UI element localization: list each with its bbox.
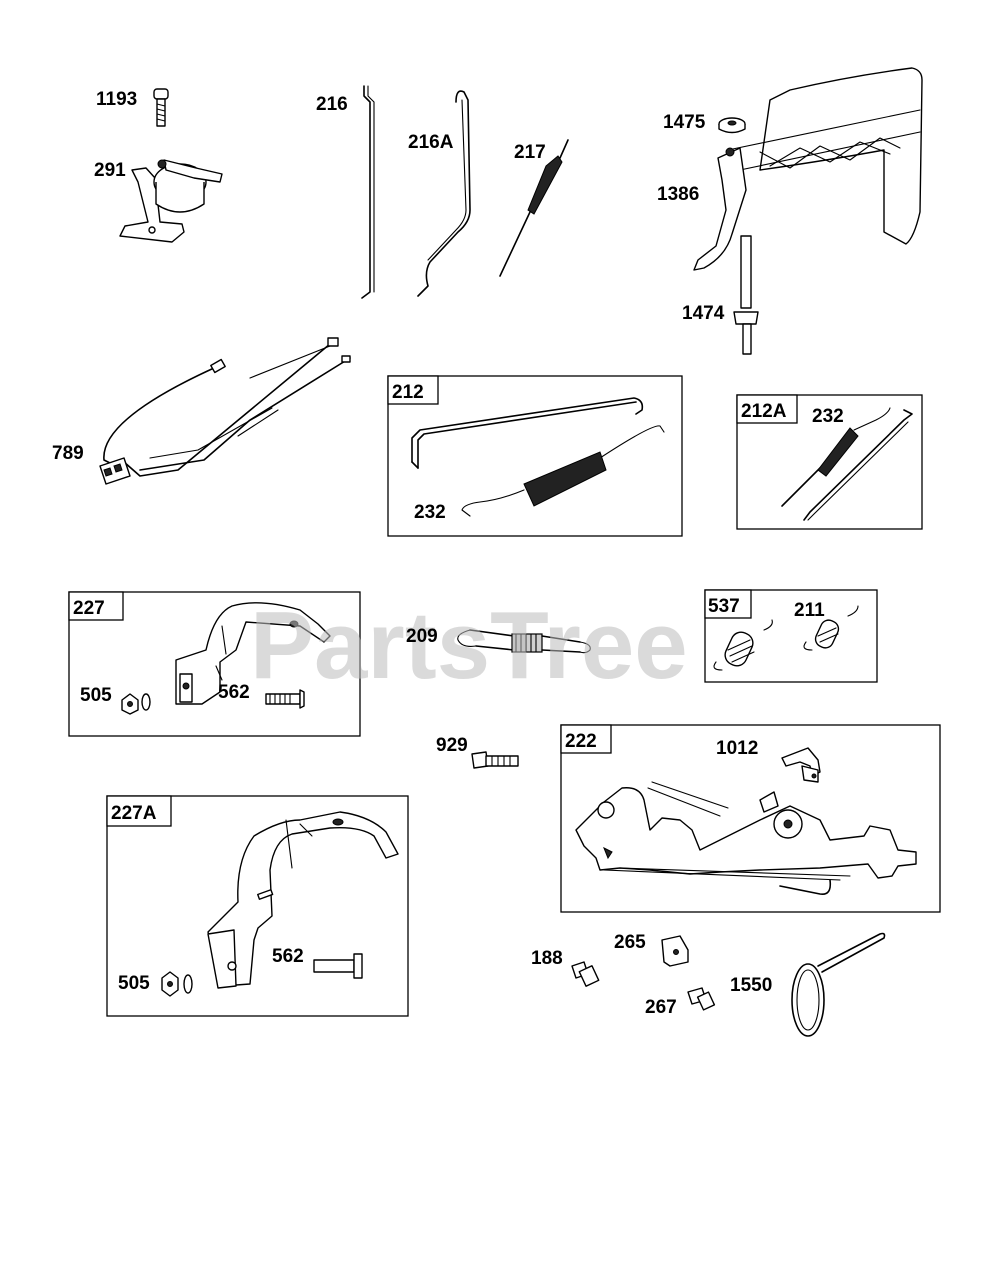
control-panel-222-drawing xyxy=(575,781,917,896)
group-box-222: 222 xyxy=(560,724,941,913)
part-label-1474: 1474 xyxy=(682,303,725,324)
part-label-562-group-227a: 562 xyxy=(272,946,304,967)
governor-bracket-291-drawing xyxy=(119,159,223,243)
watermark: PartsTree xyxy=(250,592,688,699)
group-label-212: 212 xyxy=(392,382,424,403)
nut-505-227a-drawing xyxy=(161,971,193,997)
group-box-212a: 212A xyxy=(736,394,923,530)
group-label-537: 537 xyxy=(708,596,740,617)
nut-1475-drawing xyxy=(718,117,746,134)
part-label-1193: 1193 xyxy=(96,89,137,110)
link-rod-212-drawing xyxy=(411,397,665,517)
part-label-505-group-227: 505 xyxy=(80,685,112,706)
spring-209-drawing xyxy=(457,629,591,654)
group-label-227a: 227A xyxy=(111,803,157,824)
part-label-232-group-212: 232 xyxy=(414,502,446,523)
part-label-929: 929 xyxy=(436,735,468,756)
spring-217-drawing xyxy=(499,139,569,277)
part-label-1386: 1386 xyxy=(657,184,699,205)
part-label-1012: 1012 xyxy=(716,738,758,759)
screw-267-drawing xyxy=(687,987,716,1011)
part-label-505-group-227a: 505 xyxy=(118,973,150,994)
cable-1550-drawing xyxy=(791,932,886,1037)
part-label-1475: 1475 xyxy=(663,112,706,133)
bolt-929-drawing xyxy=(471,751,519,769)
group-label-222: 222 xyxy=(565,731,597,752)
group-box-212: 212 xyxy=(387,375,683,537)
rod-216a-drawing xyxy=(417,90,471,297)
part-1012-drawing xyxy=(781,747,821,783)
group-box-227a: 227A xyxy=(106,795,409,1017)
part-label-188: 188 xyxy=(531,948,563,969)
springs-537-drawing xyxy=(713,605,859,671)
bracket-227a-drawing xyxy=(207,811,399,989)
screw-188-drawing xyxy=(571,961,600,987)
nut-505-227-drawing xyxy=(121,693,151,715)
part-label-216: 216 xyxy=(316,94,348,115)
part-label-216a: 216A xyxy=(408,132,454,153)
part-label-1550: 1550 xyxy=(730,975,772,996)
group-box-537: 537 xyxy=(704,589,878,683)
part-label-562-group-227: 562 xyxy=(218,682,250,703)
wiring-harness-789-drawing xyxy=(99,337,351,485)
part-label-267: 267 xyxy=(645,997,677,1018)
screw-1193-drawing xyxy=(153,88,169,127)
part-label-217: 217 xyxy=(514,142,546,163)
clip-265-drawing xyxy=(661,935,689,967)
group-label-212a: 212A xyxy=(741,401,787,422)
group-label-227: 227 xyxy=(73,598,105,619)
part-label-265: 265 xyxy=(614,932,646,953)
bolt-562-227-drawing xyxy=(265,689,305,709)
link-rod-212a-drawing xyxy=(781,407,913,521)
part-label-232-group-212a: 232 xyxy=(812,406,844,427)
pin-1474-drawing xyxy=(733,235,759,355)
group-box-227: 227 xyxy=(68,591,361,737)
rod-216-drawing xyxy=(361,85,375,299)
bracket-227-drawing xyxy=(175,602,331,705)
bolt-562-227a-drawing xyxy=(313,953,363,979)
part-label-209: 209 xyxy=(406,626,438,647)
part-label-291: 291 xyxy=(94,160,126,181)
control-bail-1386-drawing xyxy=(693,67,923,271)
part-label-789: 789 xyxy=(52,443,84,464)
part-label-211: 211 xyxy=(794,600,825,621)
